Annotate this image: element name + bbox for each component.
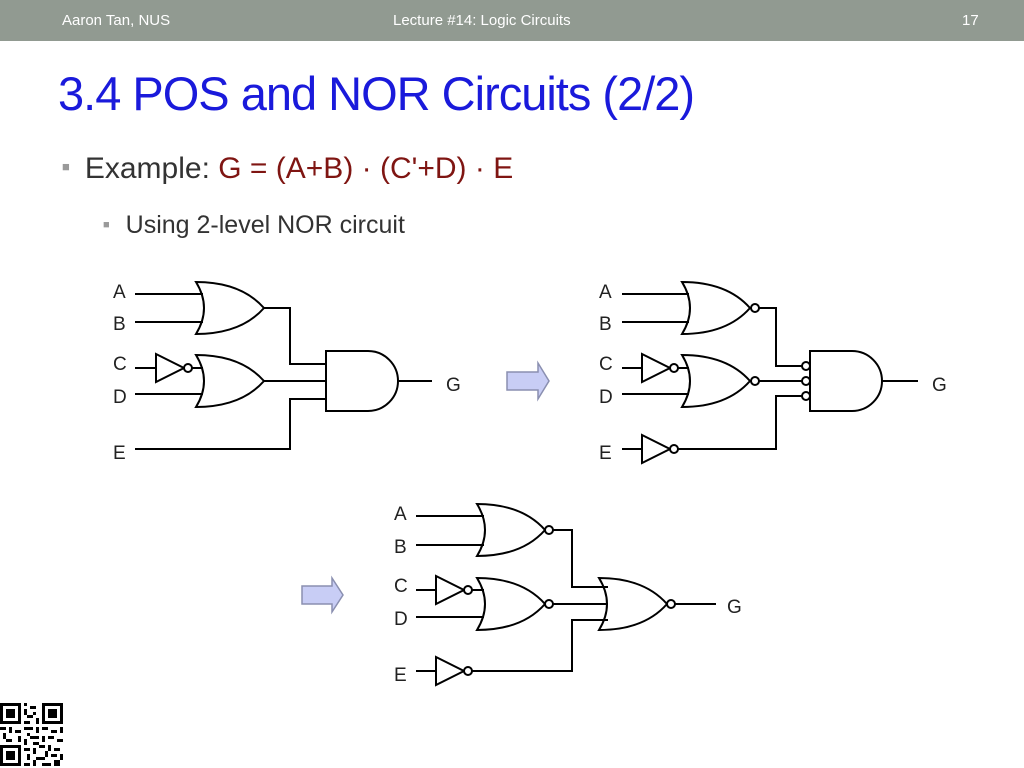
and-gate bbox=[325, 350, 399, 412]
input-label-c: C bbox=[394, 576, 408, 597]
qr-code-icon bbox=[0, 703, 63, 766]
output-label-g: G bbox=[727, 597, 742, 618]
or-gate bbox=[476, 503, 546, 557]
output-label-g: G bbox=[446, 375, 461, 396]
slide-title: 3.4 POS and NOR Circuits (2/2) bbox=[58, 67, 695, 120]
inversion-bubble bbox=[183, 363, 193, 373]
input-label-d: D bbox=[599, 387, 613, 408]
example-label: Example: bbox=[84, 152, 210, 185]
inversion-bubble bbox=[463, 585, 473, 595]
inversion-bubble bbox=[666, 599, 676, 609]
diagram-1-labels: A B C D E G bbox=[113, 282, 461, 464]
input-label-b: B bbox=[394, 537, 407, 558]
not-gate bbox=[435, 656, 465, 686]
diagram-3-labels: A B C D E G bbox=[394, 504, 742, 686]
inversion-bubble bbox=[463, 666, 473, 676]
output-label-g: G bbox=[932, 375, 947, 396]
header-author: Aaron Tan, NUS bbox=[62, 12, 171, 29]
header-slide-number: 17 bbox=[962, 12, 979, 29]
inversion-bubble bbox=[801, 361, 811, 371]
bullet-example: ■ Example: G = (A+B) · (C'+D) · E bbox=[62, 152, 513, 186]
diagram-2-circuit bbox=[622, 281, 918, 464]
input-label-a: A bbox=[113, 282, 126, 303]
or-gate bbox=[681, 354, 751, 408]
input-label-c: C bbox=[599, 354, 613, 375]
inversion-bubble bbox=[750, 303, 760, 313]
diagram-2-wires bbox=[622, 293, 918, 450]
inversion-bubble bbox=[750, 376, 760, 386]
example-formula: G = (A+B) · (C'+D) · E bbox=[218, 152, 514, 185]
bullet-square-icon: ■ bbox=[62, 159, 70, 174]
input-label-a: A bbox=[394, 504, 407, 525]
not-gate bbox=[641, 353, 671, 383]
inversion-bubble bbox=[801, 376, 811, 386]
input-label-c: C bbox=[113, 354, 127, 375]
diagram-1-circuit bbox=[135, 281, 432, 450]
bullet-square-icon: ■ bbox=[103, 219, 110, 231]
header-lecture: Lecture #14: Logic Circuits bbox=[393, 12, 571, 29]
nor-gate bbox=[598, 577, 668, 631]
inversion-bubble bbox=[544, 525, 554, 535]
input-label-e: E bbox=[113, 443, 126, 464]
diagram-2-labels: A B C D E G bbox=[599, 282, 947, 464]
inversion-bubble bbox=[544, 599, 554, 609]
not-gate bbox=[435, 575, 465, 605]
or-gate bbox=[476, 577, 546, 631]
input-label-e: E bbox=[599, 443, 612, 464]
input-label-d: D bbox=[113, 387, 127, 408]
inversion-bubble bbox=[669, 363, 679, 373]
inversion-bubble bbox=[801, 391, 811, 401]
or-gate bbox=[195, 354, 265, 408]
slide-header: Aaron Tan, NUS Lecture #14: Logic Circui… bbox=[0, 0, 1024, 41]
and-gate bbox=[809, 350, 883, 412]
transform-arrow-icon bbox=[506, 360, 550, 402]
not-gate bbox=[641, 434, 671, 464]
input-label-b: B bbox=[113, 314, 126, 335]
diagram-1-wires bbox=[135, 293, 432, 450]
bullet-using-nor: ■ Using 2-level NOR circuit bbox=[103, 211, 405, 240]
input-label-b: B bbox=[599, 314, 612, 335]
inversion-bubble bbox=[669, 444, 679, 454]
input-label-d: D bbox=[394, 609, 408, 630]
diagram-3-circuit bbox=[416, 503, 716, 686]
input-label-e: E bbox=[394, 665, 407, 686]
or-gate bbox=[681, 281, 751, 335]
or-gate bbox=[195, 281, 265, 335]
not-gate bbox=[155, 353, 185, 383]
sub-bullet-text: Using 2-level NOR circuit bbox=[125, 211, 405, 239]
input-label-a: A bbox=[599, 282, 612, 303]
transform-arrow-icon bbox=[301, 575, 344, 615]
diagram-3-wires bbox=[416, 515, 716, 672]
